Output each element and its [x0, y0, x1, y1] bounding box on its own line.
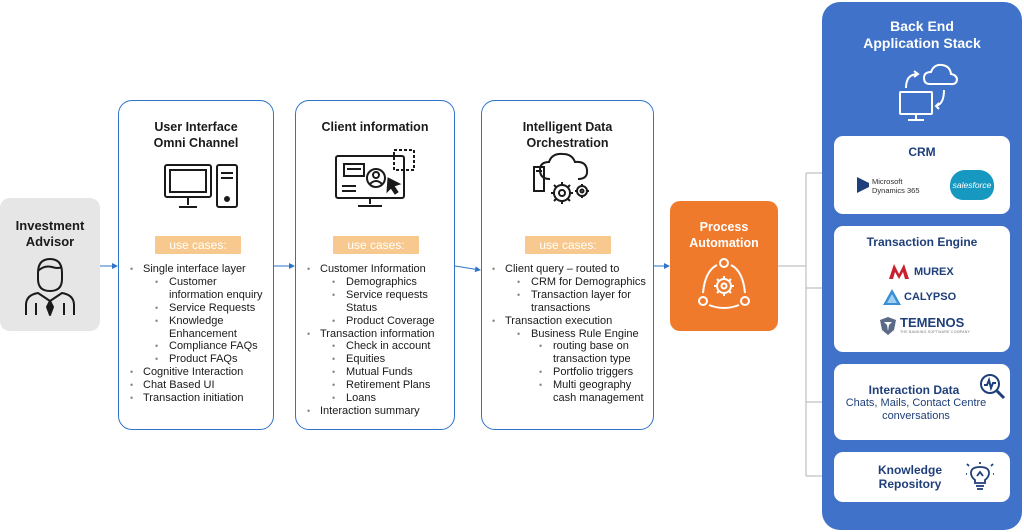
- user-interface-title: User Interface Omni Channel: [153, 120, 239, 150]
- microsoft-dynamics-label: Microsoft Dynamics 365: [872, 177, 920, 195]
- list-item: Interaction summary: [306, 405, 454, 418]
- list-item: Loans: [306, 392, 454, 405]
- backend-title: Back End Application Stack: [863, 18, 981, 51]
- ui-use-cases-label: use cases:: [155, 236, 241, 254]
- list-item: Compliance FAQs: [129, 340, 273, 353]
- list-item: transaction type: [553, 353, 631, 366]
- client-information-box: Client information use cases: Customer I…: [295, 100, 455, 430]
- lightbulb-icon: [966, 462, 994, 490]
- transaction-engine-card: Transaction Engine MUREX CALYPSO TEMENOS…: [834, 226, 1010, 352]
- list-item: Customer Information: [306, 263, 454, 276]
- cloud-gears-icon: [533, 152, 589, 204]
- list-item: Transaction initiation: [129, 392, 273, 405]
- list-item: Check in account: [306, 340, 454, 353]
- list-item: information enquiry: [169, 288, 263, 301]
- process-automation-title: Process Automation: [689, 220, 759, 250]
- advisor-title: Investment Advisor: [15, 218, 85, 249]
- automation-cycle-icon: [698, 258, 750, 309]
- transaction-engine-title: Transaction Engine: [866, 235, 978, 249]
- list-item: Chat Based UI: [129, 379, 273, 392]
- list-item: Status: [346, 301, 378, 314]
- user-interface-box: User Interface Omni Channel use cases: S…: [118, 100, 274, 430]
- list-item: Portfolio triggers: [491, 366, 653, 379]
- list-item: Transaction layer for: [491, 289, 653, 302]
- list-item: Client query – routed to: [491, 263, 653, 276]
- ido-title: Intelligent Data Orchestration: [522, 120, 613, 150]
- list-item: Product FAQs: [129, 353, 273, 366]
- list-item: Mutual Funds: [306, 366, 454, 379]
- ido-use-case-list: Client query – routed toCRM for Demograp…: [491, 263, 653, 405]
- list-item: Transaction execution: [491, 315, 653, 328]
- list-item: Retirement Plans: [306, 379, 454, 392]
- desktop-computer-icon: [164, 164, 238, 208]
- crm-card: CRM Microsoft Dynamics 365 salesforce: [834, 136, 1010, 214]
- crm-title: CRM: [908, 145, 936, 159]
- intelligent-data-orchestration-box: Intelligent Data Orchestration use cases…: [481, 100, 654, 430]
- microsoft-dynamics-logo: [857, 177, 869, 193]
- list-item: Transaction information: [306, 328, 454, 341]
- interaction-data-subtitle: Chats, Mails, Contact Centre conversatio…: [845, 397, 987, 422]
- list-item: Enhancement: [169, 327, 237, 340]
- calypso-label: CALYPSO: [904, 291, 957, 303]
- cloud-sync-icon: [899, 63, 958, 121]
- temenos-label: TEMENOS THE BANKING SOFTWARE COMPANY: [900, 315, 971, 335]
- list-item: transactions: [531, 301, 591, 314]
- interaction-data-card: Interaction Data Chats, Mails, Contact C…: [834, 364, 1010, 440]
- list-item: Customer: [129, 276, 273, 289]
- murex-label: MUREX: [914, 266, 954, 278]
- list-item: Product Coverage: [306, 315, 454, 328]
- arrow-client-to-ido: [454, 265, 481, 273]
- backend-application-stack: Back End Application Stack CRM Microsoft…: [822, 2, 1022, 530]
- ido-use-cases-label: use cases:: [525, 236, 611, 254]
- process-automation-box: Process Automation: [670, 201, 778, 331]
- list-item: Service requests: [306, 289, 454, 302]
- list-item: Demographics: [306, 276, 454, 289]
- knowledge-repository-title: Knowledge Repository: [877, 463, 942, 491]
- calypso-logo: [883, 289, 901, 305]
- list-item: cash management: [553, 392, 644, 405]
- client-monitor-icon: [335, 149, 415, 207]
- analytics-search-icon: [980, 374, 1006, 400]
- investment-advisor-box: Investment Advisor: [0, 198, 100, 331]
- salesforce-logo: salesforce: [950, 170, 994, 200]
- ui-use-case-list: Single interface layerCustomerinformatio…: [129, 263, 273, 405]
- murex-logo: [889, 264, 909, 279]
- list-item: routing base on: [491, 340, 653, 353]
- client-use-cases-label: use cases:: [333, 236, 419, 254]
- knowledge-repository-card: Knowledge Repository: [834, 452, 1010, 502]
- list-item: Single interface layer: [129, 263, 273, 276]
- list-item: CRM for Demographics: [491, 276, 653, 289]
- temenos-logo: [880, 317, 896, 335]
- list-item: Service Requests: [129, 302, 273, 315]
- list-item: Business Rule Engine: [491, 328, 653, 341]
- client-use-case-list: Customer InformationDemographicsService …: [306, 263, 454, 418]
- client-information-title: Client information: [321, 120, 429, 134]
- interaction-data-title: Interaction Data: [868, 383, 960, 397]
- list-item: Equities: [306, 353, 454, 366]
- person-icon: [25, 258, 75, 316]
- list-item: Multi geography: [491, 379, 653, 392]
- list-item: Knowledge: [129, 315, 273, 328]
- list-item: Cognitive Interaction: [129, 366, 273, 379]
